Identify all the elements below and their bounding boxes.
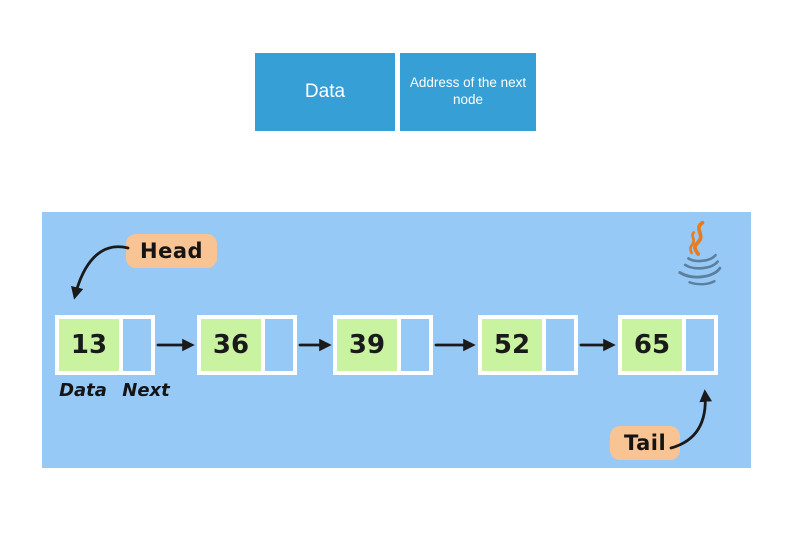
node-data-cell: 52	[482, 319, 542, 371]
field-label-data: Data	[59, 380, 107, 401]
java-logo-icon	[678, 220, 722, 286]
list-node-2: 36	[197, 315, 297, 375]
node-value: 52	[493, 330, 531, 360]
node-structure-address-label: Address of the next node	[409, 75, 527, 107]
tail-label: Tail	[610, 426, 681, 460]
list-node-5: 65	[618, 315, 718, 375]
node-data-cell: 65	[622, 319, 682, 371]
node-value: 65	[633, 330, 671, 360]
node-next-cell	[686, 319, 714, 371]
linked-list-panel: Head Tail 13 36 39 52	[42, 212, 751, 468]
node-next-cell	[123, 319, 151, 371]
node-data-cell: 39	[337, 319, 397, 371]
node-value: 39	[348, 330, 386, 360]
list-node-3: 39	[333, 315, 433, 375]
node-value: 13	[70, 330, 108, 360]
node-value: 36	[212, 330, 250, 360]
node-next-cell	[546, 319, 574, 371]
list-node-4: 52	[478, 315, 578, 375]
node-data-cell: 13	[59, 319, 119, 371]
node-data-cell: 36	[201, 319, 261, 371]
list-node-1: 13	[55, 315, 155, 375]
node-next-cell	[265, 319, 293, 371]
field-label-next: Next	[122, 380, 170, 401]
head-label: Head	[126, 234, 218, 268]
node-structure-address-box: Address of the next node	[400, 53, 536, 131]
node-structure-data-box: Data	[255, 53, 395, 131]
node-next-cell	[401, 319, 429, 371]
head-arrow	[71, 245, 130, 300]
node-structure-data-label: Data	[304, 81, 346, 102]
